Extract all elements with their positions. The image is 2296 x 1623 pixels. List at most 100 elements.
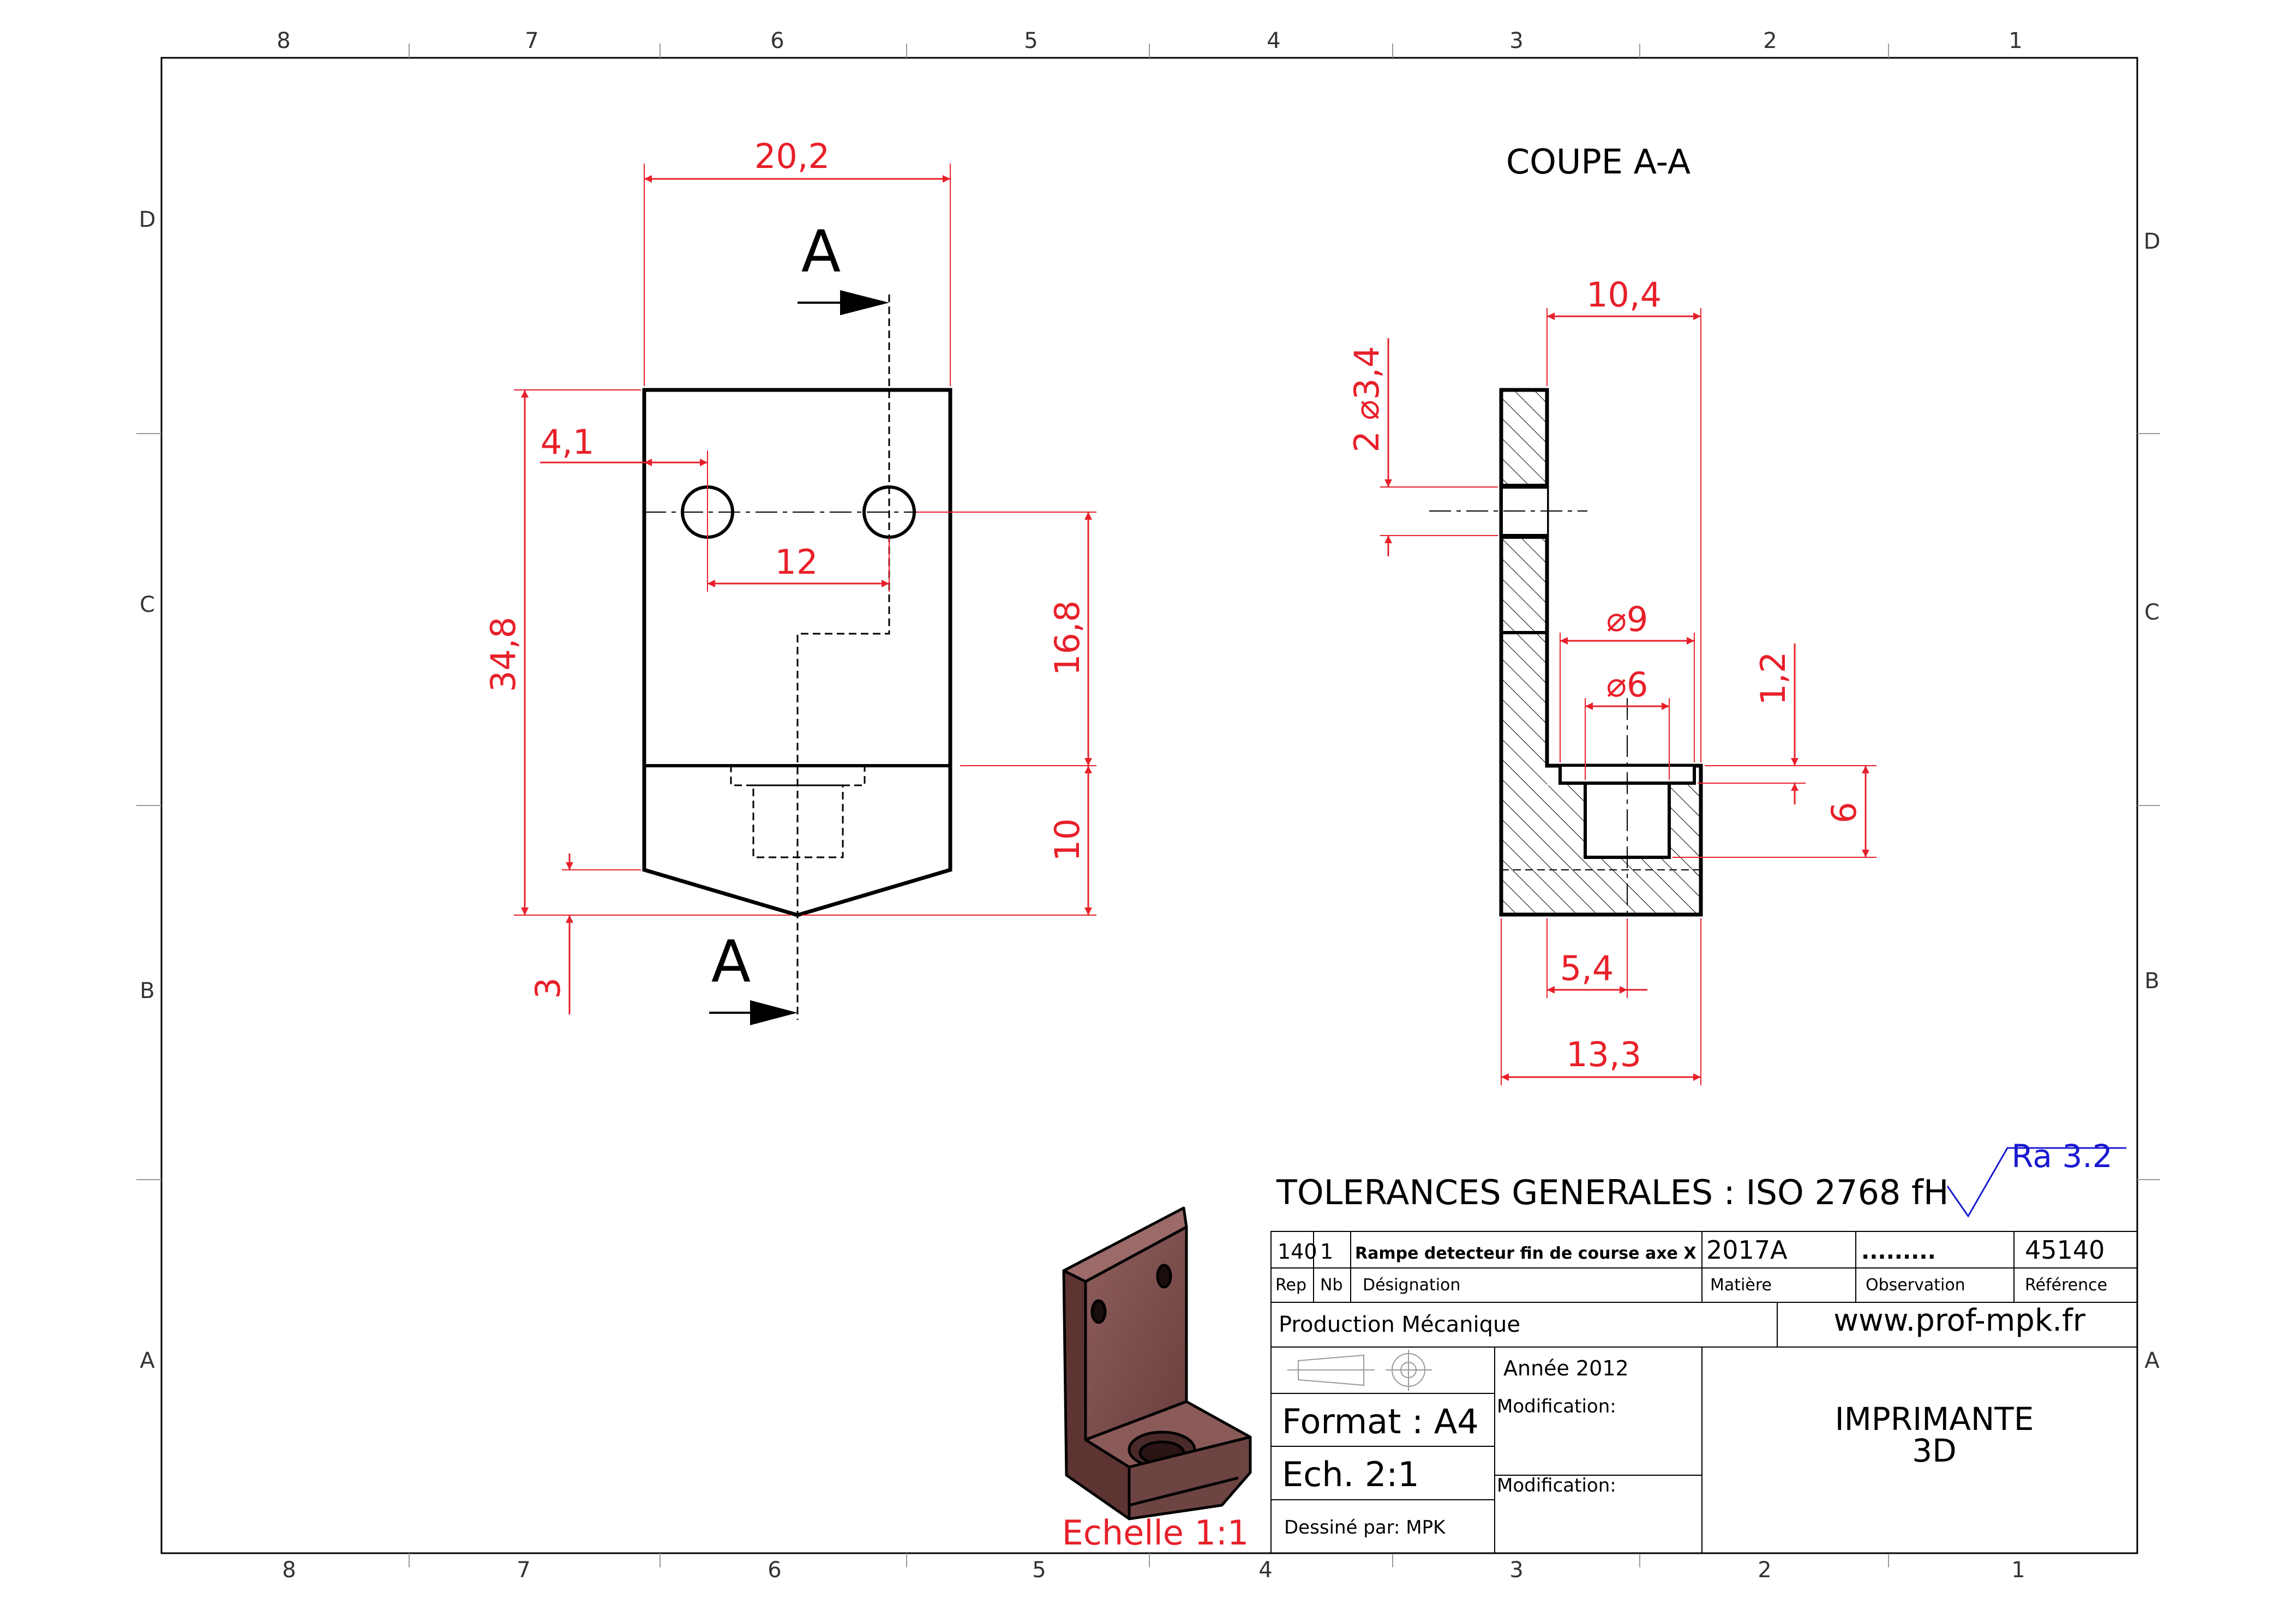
section-arrow-bottom: A — [709, 928, 798, 1025]
modification-label-2: Modification: — [1497, 1475, 1616, 1496]
dim-counterbore: ⌀9 — [1560, 599, 1695, 762]
hidden-bore — [752, 784, 844, 858]
section-arrow-top: A — [798, 218, 889, 315]
dim-holes: 2 ⌀3,4 — [1347, 338, 1498, 556]
section-label-top: A — [801, 218, 841, 285]
front-view-outline — [642, 388, 952, 917]
modification-label-1: Modification: — [1497, 1396, 1616, 1417]
row-label: C — [2144, 600, 2160, 625]
row-label: B — [140, 978, 154, 1003]
dim-depth-value: 10,4 — [1586, 275, 1662, 315]
col-label: 2 — [1763, 28, 1777, 53]
designation-label: Désignation — [1363, 1276, 1460, 1295]
observation-label: Observation — [1866, 1276, 1965, 1295]
observation-value: ......... — [1861, 1239, 1936, 1264]
dim-center: 5,4 — [1546, 918, 1647, 998]
reference-value: 45140 — [2025, 1235, 2105, 1265]
designation-value: Rampe detecteur fin de course axe X — [1355, 1244, 1696, 1263]
dim-bore-value: ⌀6 — [1606, 665, 1648, 705]
dim-width: 20,2 — [644, 136, 951, 386]
grid-ticks — [136, 44, 2160, 1567]
projection-symbol-icon — [1287, 1350, 1432, 1391]
dim-cb-depth: 1,2 — [1698, 644, 1806, 804]
drawn-by-label: Dessiné par: MPK — [1284, 1517, 1446, 1538]
dim-point-value: 3 — [528, 977, 568, 999]
dim-center-value: 5,4 — [1560, 948, 1614, 988]
iso-scale-label: Echelle 1:1 — [1062, 1513, 1249, 1553]
section-view-title: COUPE A-A — [1506, 142, 1690, 182]
dim-width-value: 20,2 — [754, 136, 830, 176]
row-label: A — [140, 1348, 155, 1373]
column-labels-bottom: 8 7 6 5 4 3 2 1 — [282, 1558, 2025, 1583]
project-title-line1: IMPRIMANTE — [1835, 1400, 2034, 1438]
dim-hole-offset: 4,1 — [540, 422, 708, 538]
website-link[interactable]: www.prof-mpk.fr — [1833, 1303, 2086, 1338]
dim-bore: ⌀6 — [1585, 665, 1670, 780]
dim-height: 34,8 — [483, 389, 791, 916]
isometric-part: Echelle 1:1 — [1062, 1206, 1252, 1553]
col-label: 1 — [2011, 1558, 2025, 1583]
title-block: TOLERANCES GENERALES : ISO 2768 fH Ra 3.… — [1270, 1138, 2138, 1554]
dim-lower-value: 10 — [1047, 819, 1087, 862]
dim-bore-depth: 6 — [1672, 765, 1877, 858]
section-label-bottom: A — [711, 928, 751, 995]
row-labels-right: D C B A — [2144, 229, 2161, 1373]
dim-total-value: 13,3 — [1566, 1035, 1641, 1074]
col-label: 7 — [517, 1558, 530, 1583]
dim-upper: 16,8 — [916, 512, 1096, 766]
col-label: 5 — [1024, 28, 1038, 53]
dim-counterbore-value: ⌀9 — [1606, 599, 1648, 639]
dim-cb-depth-value: 1,2 — [1753, 652, 1793, 706]
rep-label: Rep — [1275, 1276, 1306, 1295]
roughness-value: Ra 3.2 — [2011, 1138, 2112, 1175]
dim-hole-spacing-value: 12 — [775, 542, 818, 582]
rep-value: 140 — [1278, 1240, 1317, 1264]
col-label: 6 — [770, 28, 784, 53]
section-view: COUPE A-A 10,4 — [1347, 142, 1877, 1085]
row-labels-left: D C B A — [139, 207, 156, 1373]
col-label: 3 — [1509, 28, 1523, 53]
dim-upper-value: 16,8 — [1047, 600, 1087, 676]
row-label: D — [2144, 229, 2161, 254]
matiere-label: Matière — [1710, 1276, 1772, 1295]
dim-hole-offset-value: 4,1 — [541, 422, 595, 462]
scale-label: Ech. 2:1 — [1282, 1454, 1419, 1494]
col-label: 5 — [1032, 1558, 1046, 1583]
front-view: A A 20,2 4,1 12 — [483, 136, 1096, 1025]
dim-depth: 10,4 — [1546, 275, 1701, 762]
col-label: 6 — [768, 1558, 781, 1583]
row-label: D — [139, 207, 156, 232]
year-label: Année 2012 — [1503, 1356, 1629, 1380]
dim-lower: 10 — [802, 766, 1096, 916]
matiere-value: 2017A — [1706, 1235, 1788, 1265]
col-label: 4 — [1267, 28, 1280, 53]
nb-value: 1 — [1320, 1240, 1333, 1264]
col-label: 8 — [282, 1558, 296, 1583]
project-title-line2: 3D — [1912, 1432, 1957, 1469]
column-labels-top: 8 7 6 5 4 3 2 1 — [277, 28, 2022, 53]
hidden-counterbore — [730, 765, 866, 786]
nb-label: Nb — [1320, 1276, 1342, 1295]
roughness-symbol: Ra 3.2 — [1946, 1138, 2126, 1218]
dim-total: 13,3 — [1501, 918, 1701, 1085]
reference-label: Référence — [2025, 1276, 2107, 1295]
tolerances-note: TOLERANCES GENERALES : ISO 2768 fH — [1276, 1173, 1949, 1212]
row-label: C — [140, 592, 155, 617]
dim-height-value: 34,8 — [483, 617, 523, 692]
dim-hole-spacing: 12 — [707, 538, 890, 592]
col-label: 1 — [2009, 28, 2022, 53]
col-label: 8 — [277, 28, 290, 53]
col-label: 4 — [1258, 1558, 1272, 1583]
col-label: 7 — [525, 28, 538, 53]
format-label: Format : A4 — [1282, 1402, 1479, 1441]
col-label: 2 — [1758, 1558, 1771, 1583]
production-label: Production Mécanique — [1279, 1312, 1520, 1337]
section-line — [796, 294, 890, 1020]
dim-holes-value: 2 ⌀3,4 — [1347, 346, 1387, 452]
dim-bore-depth-value: 6 — [1824, 802, 1864, 823]
col-label: 3 — [1509, 1558, 1523, 1583]
row-label: B — [2144, 969, 2159, 994]
dim-point: 3 — [528, 853, 641, 1014]
row-label: A — [2144, 1348, 2160, 1373]
